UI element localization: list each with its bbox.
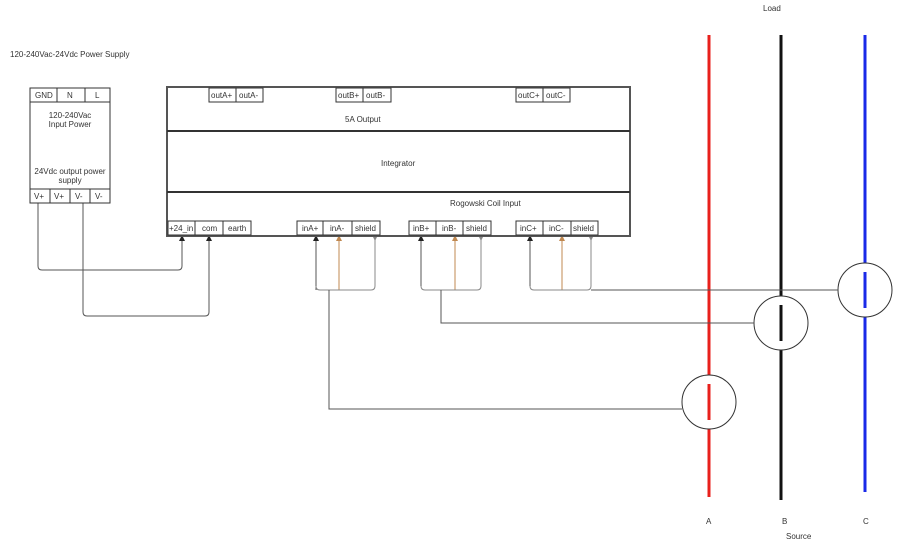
terminal-inc-minus: inC- [549,224,564,233]
phase-a-label: A [706,517,712,526]
wire-com [82,203,212,317]
input-power-label: 120-240Vac [49,111,92,120]
output-power-label-2: supply [58,176,81,185]
wire-coil-a [328,290,682,410]
terminal-l: L [95,91,100,100]
power-supply-title: 120-240Vac-24Vdc Power Supply [10,50,129,59]
terminal-gnd: GND [35,91,53,100]
terminal-v-plus-2: V+ [54,192,64,201]
power-supply-block: GND N L 120-240Vac Input Power 24Vdc out… [29,87,111,204]
wire-inc-shield [529,235,594,291]
rogowski-coil-a [681,374,737,430]
wire-24v [37,203,185,271]
rogowski-coil-c [837,262,893,318]
input-power-label-2: Input Power [49,120,92,129]
terminal-n: N [67,91,73,100]
rogowski-coil-b [753,295,809,351]
terminal-ina-minus: inA- [330,224,345,233]
terminal-v-minus-1: V- [75,192,83,201]
terminal-outa-plus: outA+ [211,91,232,100]
terminal-24-in: +24_in [169,224,193,233]
terminal-earth: earth [228,224,246,233]
terminal-v-plus-1: V+ [34,192,44,201]
terminal-outb-plus: outB+ [338,91,359,100]
terminal-inb-plus: inB+ [413,224,430,233]
load-label: Load [763,4,781,13]
terminal-outa-minus: outA- [239,91,258,100]
wire-coil-b [440,290,754,324]
terminal-v-minus-2: V- [95,192,103,201]
terminal-com: com [202,224,217,233]
terminal-outc-minus: outC- [546,91,566,100]
terminal-ina-shield: shield [355,224,376,233]
phase-b-label: B [782,517,787,526]
wire-ina-shield [315,235,378,291]
section-integrator: Integrator [381,159,416,168]
integrator-block: outA+ outA- outB+ outB- outC+ outC- 5A O… [166,86,631,237]
terminal-outb-minus: outB- [366,91,385,100]
terminal-inc-plus: inC+ [520,224,537,233]
output-power-label: 24Vdc output power [34,167,105,176]
terminal-inb-shield: shield [466,224,487,233]
terminal-inb-minus: inB- [442,224,457,233]
section-5a-output: 5A Output [345,115,381,124]
terminal-ina-plus: inA+ [302,224,319,233]
phase-c-label: C [863,517,869,526]
section-rogowski-input: Rogowski Coil Input [450,199,521,208]
terminal-inc-shield: shield [573,224,594,233]
source-label: Source [786,532,812,541]
terminal-outc-plus: outC+ [518,91,540,100]
wire-inb-shield [420,235,484,291]
